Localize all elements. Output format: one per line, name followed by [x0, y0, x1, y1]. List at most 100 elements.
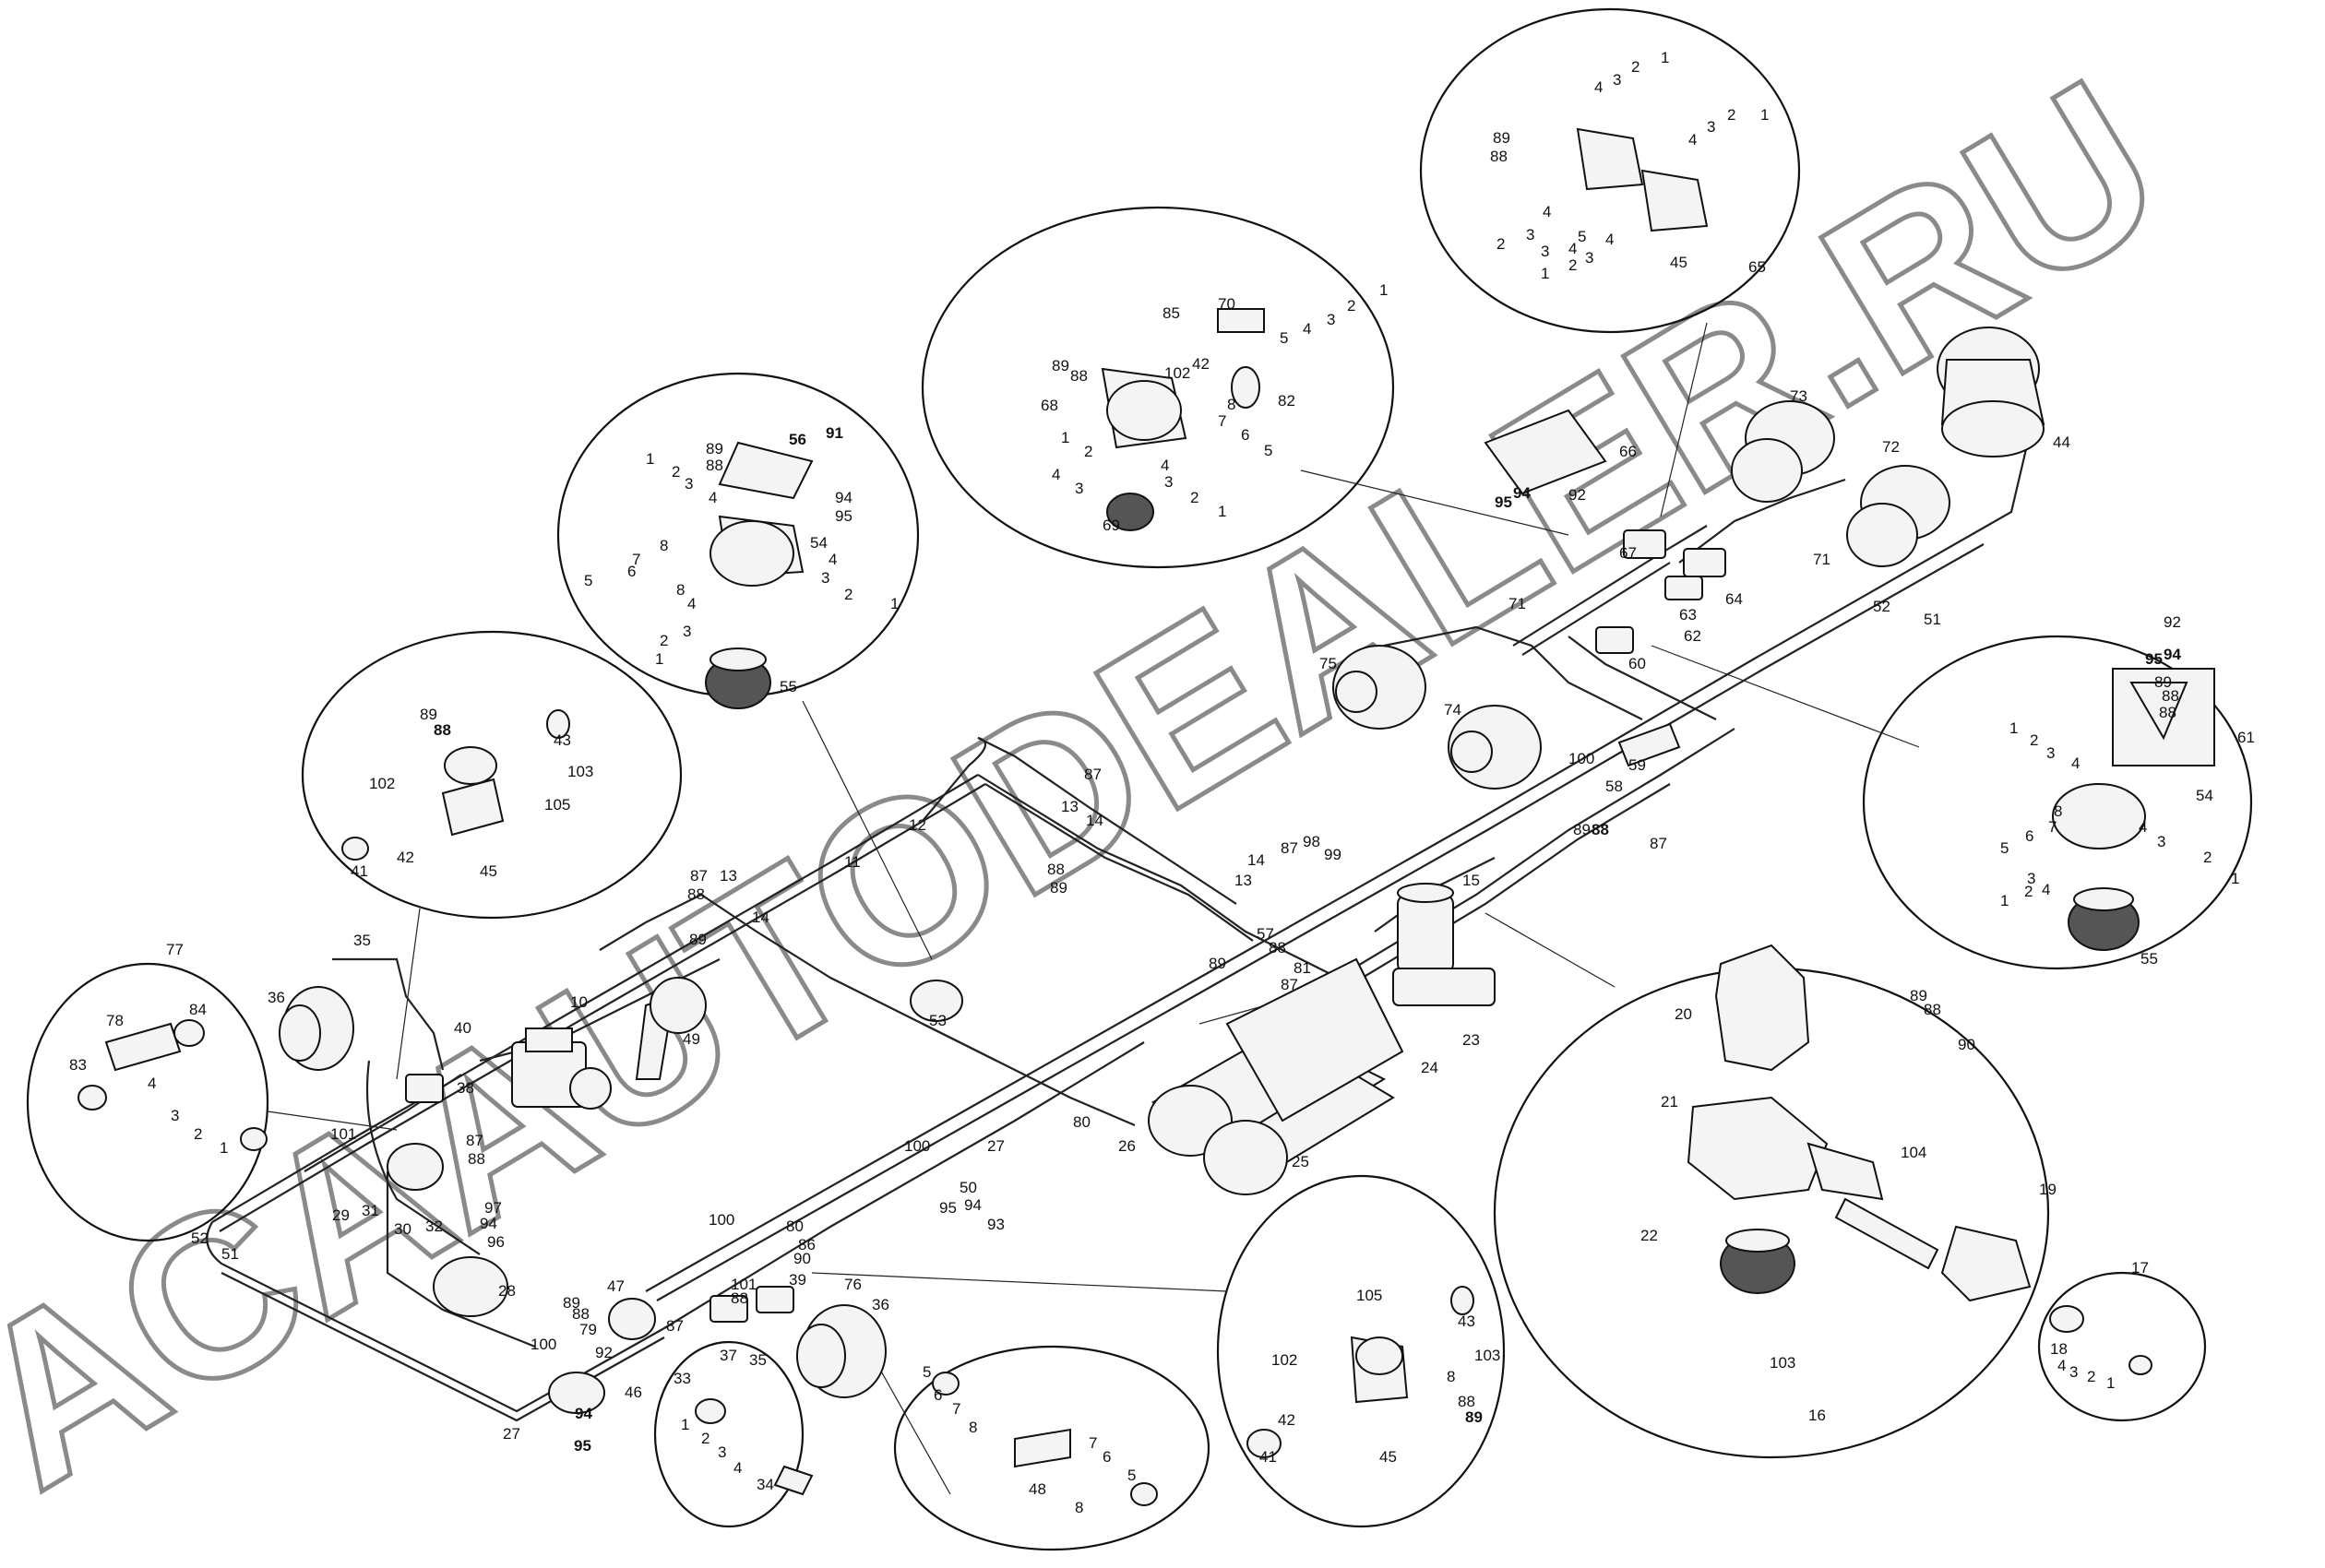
callout-label: 21	[1661, 1093, 1678, 1111]
callout-label: 8	[660, 537, 668, 554]
callout-label: 100	[709, 1211, 734, 1229]
callout-label: 89	[1910, 987, 1927, 1004]
callout-label: 2	[672, 463, 680, 481]
callout-label: 100	[904, 1137, 930, 1155]
callout-label: 24	[1421, 1059, 1438, 1076]
callout-label: 3	[1327, 311, 1335, 328]
callout-label: 89	[706, 440, 723, 457]
callout-label: 14	[1247, 851, 1265, 869]
callout-label: 63	[1679, 606, 1697, 624]
callout-label: 26	[1118, 1137, 1136, 1155]
callout-label: 89	[1493, 129, 1510, 147]
callout-label: 42	[1192, 355, 1210, 373]
relay-valve-54-right	[2052, 668, 2215, 951]
callout-label: 1	[681, 1416, 689, 1433]
callout-label: 62	[1684, 627, 1701, 645]
callout-label: 89	[1573, 821, 1591, 838]
callout-label: 16	[1808, 1407, 1826, 1424]
callout-label: 33	[674, 1370, 691, 1387]
callout-label: 60	[1628, 655, 1646, 672]
callout-label: 17	[2131, 1259, 2149, 1277]
callout-label: 89	[2154, 673, 2172, 691]
callout-label: 103	[1770, 1354, 1795, 1372]
callout-label: 8	[1447, 1368, 1455, 1385]
callout-label: 1	[1661, 49, 1669, 66]
callout-label: 45	[1670, 254, 1687, 271]
callout-label: 3	[1613, 71, 1621, 89]
relay-valve-67	[1623, 529, 1666, 559]
callout-label: 102	[1271, 1351, 1297, 1369]
callout-label: 85	[1162, 304, 1180, 322]
callout-label: 101	[330, 1125, 356, 1143]
valve-53	[910, 980, 963, 1022]
callout-label: 45	[480, 862, 497, 880]
callout-label: 22	[1640, 1227, 1658, 1244]
callout-label: 45	[1379, 1448, 1397, 1466]
callout-label: 4	[829, 551, 837, 568]
detail-bubble-77	[26, 962, 269, 1242]
callout-label: 64	[1725, 590, 1743, 608]
callout-label: 88	[2162, 687, 2179, 705]
callout-label: 14	[752, 909, 769, 926]
callout-label: 88	[1490, 148, 1508, 165]
callout-label: 2	[701, 1430, 709, 1447]
callout-label: 2	[1190, 489, 1198, 506]
callout-label: 100	[1568, 750, 1594, 767]
bracket-66	[1484, 409, 1607, 495]
callout-label: 3	[1585, 249, 1593, 267]
callout-label: 4	[1605, 231, 1614, 248]
callout-label: 3	[2157, 833, 2165, 850]
callout-label: 2	[1727, 106, 1735, 124]
fitting-78	[78, 1019, 268, 1151]
callout-label: 3	[171, 1107, 179, 1124]
relay-valve-54-upper	[705, 441, 814, 709]
callout-label: 3	[685, 475, 693, 493]
callout-label: 35	[749, 1351, 767, 1369]
callout-label: 8	[1227, 396, 1235, 413]
callout-label: 89	[1209, 955, 1226, 972]
callout-label: 57	[1257, 925, 1274, 943]
callout-label: 52	[191, 1229, 209, 1247]
callout-label: 86	[798, 1236, 816, 1253]
callout-label: 3	[1707, 118, 1715, 136]
callout-label: 50	[960, 1179, 977, 1196]
callout-label: 1	[2106, 1374, 2115, 1392]
spring-brake-chamber-72	[1846, 465, 1950, 567]
callout-label: 88	[2159, 704, 2176, 721]
callout-label: 80	[786, 1218, 804, 1235]
callout-label: 81	[1294, 959, 1311, 977]
callout-label: 101	[731, 1276, 757, 1293]
callout-label: 41	[351, 862, 368, 880]
callout-label: 2	[660, 632, 668, 649]
callout-label: 54	[810, 534, 828, 552]
callout-label: 36	[268, 989, 285, 1006]
callout-label: 92	[595, 1344, 613, 1361]
callout-label: 89	[563, 1294, 580, 1312]
callout-label: 2	[2030, 731, 2038, 749]
callout-label: 8	[676, 581, 685, 599]
callout-label: 7	[952, 1400, 960, 1418]
callout-label: 94	[575, 1405, 592, 1422]
callout-label: 94	[2164, 646, 2181, 663]
valve-68	[1101, 308, 1265, 531]
callout-label: 13	[1234, 872, 1252, 889]
callout-label: 7	[632, 551, 640, 568]
callout-label: 89	[420, 706, 437, 723]
callout-label: 8	[969, 1419, 977, 1436]
callout-label: 44	[2053, 434, 2070, 451]
callout-label: 5	[2000, 839, 2009, 857]
callout-label: 2	[1631, 58, 1639, 76]
callout-label: 4	[1052, 466, 1060, 483]
valves-65	[1576, 127, 1709, 232]
callout-label: 103	[1474, 1347, 1500, 1364]
valve-45-rear	[1246, 1286, 1474, 1458]
callout-label: 87	[1084, 766, 1102, 783]
callout-label: 88	[1924, 1001, 1941, 1018]
valve-46	[548, 1372, 605, 1414]
callout-label: 47	[607, 1277, 625, 1295]
callout-label: 1	[220, 1139, 228, 1157]
valve-28	[433, 1256, 508, 1317]
callout-label: 37	[720, 1347, 737, 1364]
callout-label: 80	[1073, 1113, 1091, 1131]
